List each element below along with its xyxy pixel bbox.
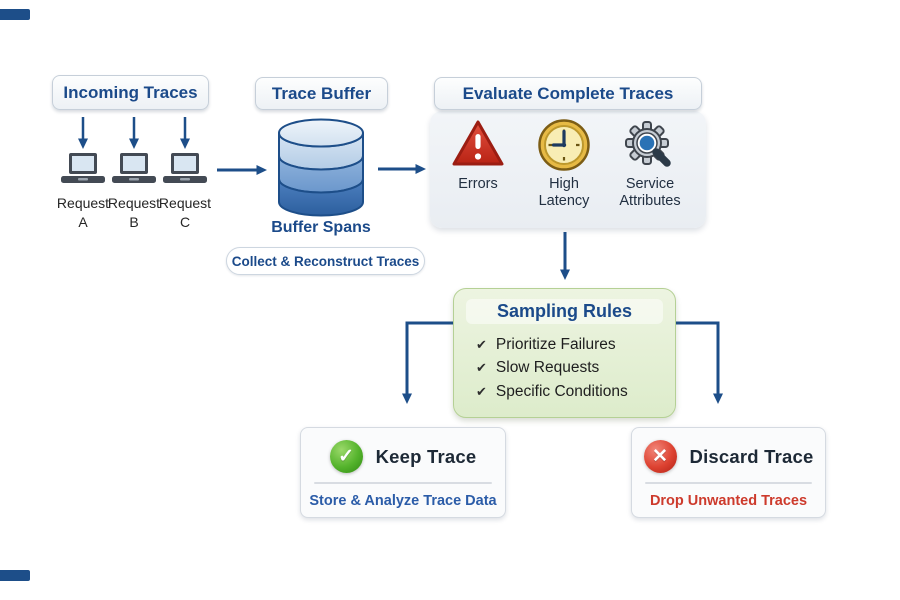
edge-mark-top: [0, 9, 30, 20]
discard-trace-card: ✕ Discard Trace Drop Unwanted Traces: [631, 427, 826, 518]
criterion-label: Errors: [458, 176, 498, 192]
divider: [314, 482, 492, 484]
request-a-label: Request A: [56, 195, 110, 230]
laptop-icon: [61, 153, 105, 183]
edge-mark-bottom: [0, 570, 30, 581]
check-icon: ✔: [476, 383, 487, 399]
check-icon: ✔: [476, 360, 487, 376]
criterion-label: High Latency: [538, 176, 590, 209]
keep-trace-card: ✓ Keep Trace Store & Analyze Trace Data: [300, 427, 506, 518]
trace-buffer-header: Trace Buffer: [255, 77, 388, 110]
evaluate-header: Evaluate Complete Traces: [434, 77, 702, 110]
sampling-rules-box: Sampling Rules ✔ Prioritize Failures ✔ S…: [453, 288, 676, 418]
collect-reconstruct-note: Collect & Reconstruct Traces: [226, 247, 425, 275]
check-icon: ✔: [476, 336, 487, 352]
incoming-traces-header: Incoming Traces: [52, 75, 209, 110]
check-circle-icon: ✓: [329, 440, 363, 473]
database-icon: [278, 118, 364, 217]
criterion-errors: Errors: [435, 118, 521, 193]
keep-trace-header: ✓ Keep Trace: [301, 440, 505, 473]
sampling-rule-label: Prioritize Failures: [495, 335, 616, 353]
gear-magnifier-icon: [625, 121, 671, 167]
arrow-to-discard: [676, 321, 723, 404]
sampling-rules-title: Sampling Rules: [496, 301, 633, 321]
sampling-rules-header: Sampling Rules: [466, 299, 663, 324]
request-c-label: Request C: [158, 195, 212, 230]
discard-trace-header: ✕ Discard Trace: [632, 440, 825, 473]
criterion-high-latency: High Latency: [521, 118, 607, 210]
discard-trace-title: Discard Trace: [689, 445, 814, 467]
discard-trace-subtitle: Drop Unwanted Traces: [649, 493, 808, 509]
request-b-label: Request B: [107, 195, 161, 230]
buffer-spans-label: Buffer Spans: [271, 219, 371, 236]
alert-triangle-icon: [452, 120, 504, 166]
sampling-rule: ✔ Slow Requests: [476, 357, 675, 381]
criterion-label: Service Attributes: [619, 176, 681, 209]
clock-icon: [538, 119, 590, 171]
laptop-icon: [163, 153, 207, 183]
sampling-rule: ✔ Specific Conditions: [476, 380, 675, 404]
sampling-rule: ✔ Prioritize Failures: [476, 333, 675, 357]
arrow-to-keep: [402, 321, 453, 404]
evaluate-title: Evaluate Complete Traces: [462, 83, 674, 103]
incoming-traces-title: Incoming Traces: [63, 82, 198, 102]
keep-trace-title: Keep Trace: [375, 445, 477, 467]
divider: [645, 482, 812, 484]
x-circle-icon: ✕: [643, 440, 677, 473]
sampling-rule-label: Specific Conditions: [495, 382, 628, 400]
laptop-icon: [112, 153, 156, 183]
sampling-rules-list: ✔ Prioritize Failures ✔ Slow Requests ✔ …: [476, 333, 675, 404]
trace-buffer-title: Trace Buffer: [271, 83, 372, 103]
criterion-service-attributes: Service Attributes: [607, 118, 693, 210]
sampling-rule-label: Slow Requests: [495, 359, 600, 377]
keep-trace-subtitle: Store & Analyze Trace Data: [309, 493, 497, 509]
